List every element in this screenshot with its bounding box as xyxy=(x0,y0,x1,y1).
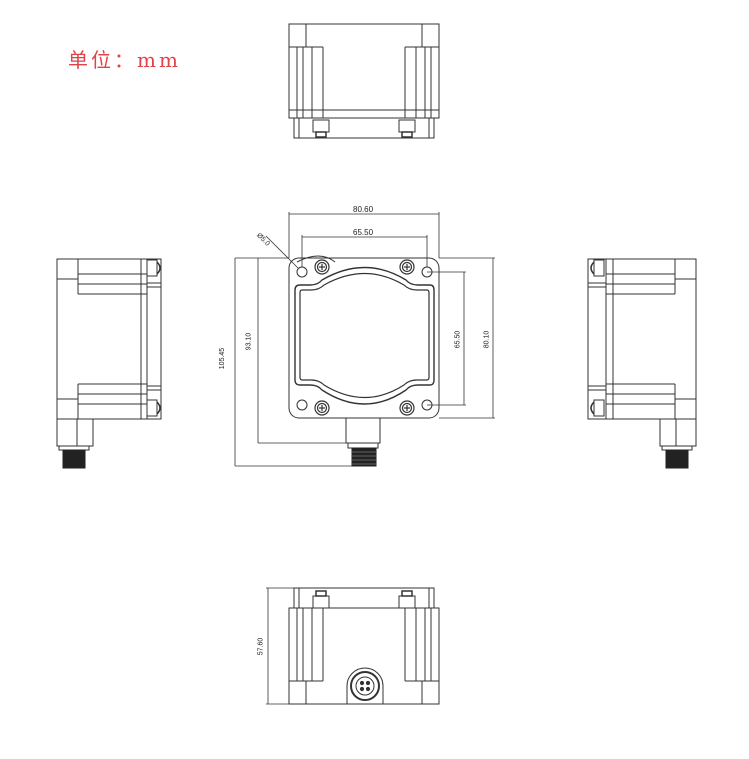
front-dimensions xyxy=(234,212,495,467)
bottom-view xyxy=(288,587,440,705)
right-side-view xyxy=(587,258,697,469)
left-side-view xyxy=(56,258,162,469)
dim-overall-width: 80.60 xyxy=(353,205,374,214)
dim-overall-height-total: 105.45 xyxy=(219,347,227,370)
dim-hole-spacing-vertical: 65.50 xyxy=(454,330,462,349)
dim-height-to-connector: 93.10 xyxy=(245,332,253,351)
front-view xyxy=(288,255,440,467)
dim-overall-height-body: 80.10 xyxy=(483,330,491,349)
dim-hole-spacing-horizontal: 65.50 xyxy=(353,228,374,237)
dim-depth: 57.60 xyxy=(257,637,265,656)
bottom-dimensions xyxy=(266,587,294,705)
unit-label: 单位：mm xyxy=(68,48,181,72)
top-view xyxy=(288,23,440,139)
screw-icon xyxy=(314,259,415,416)
